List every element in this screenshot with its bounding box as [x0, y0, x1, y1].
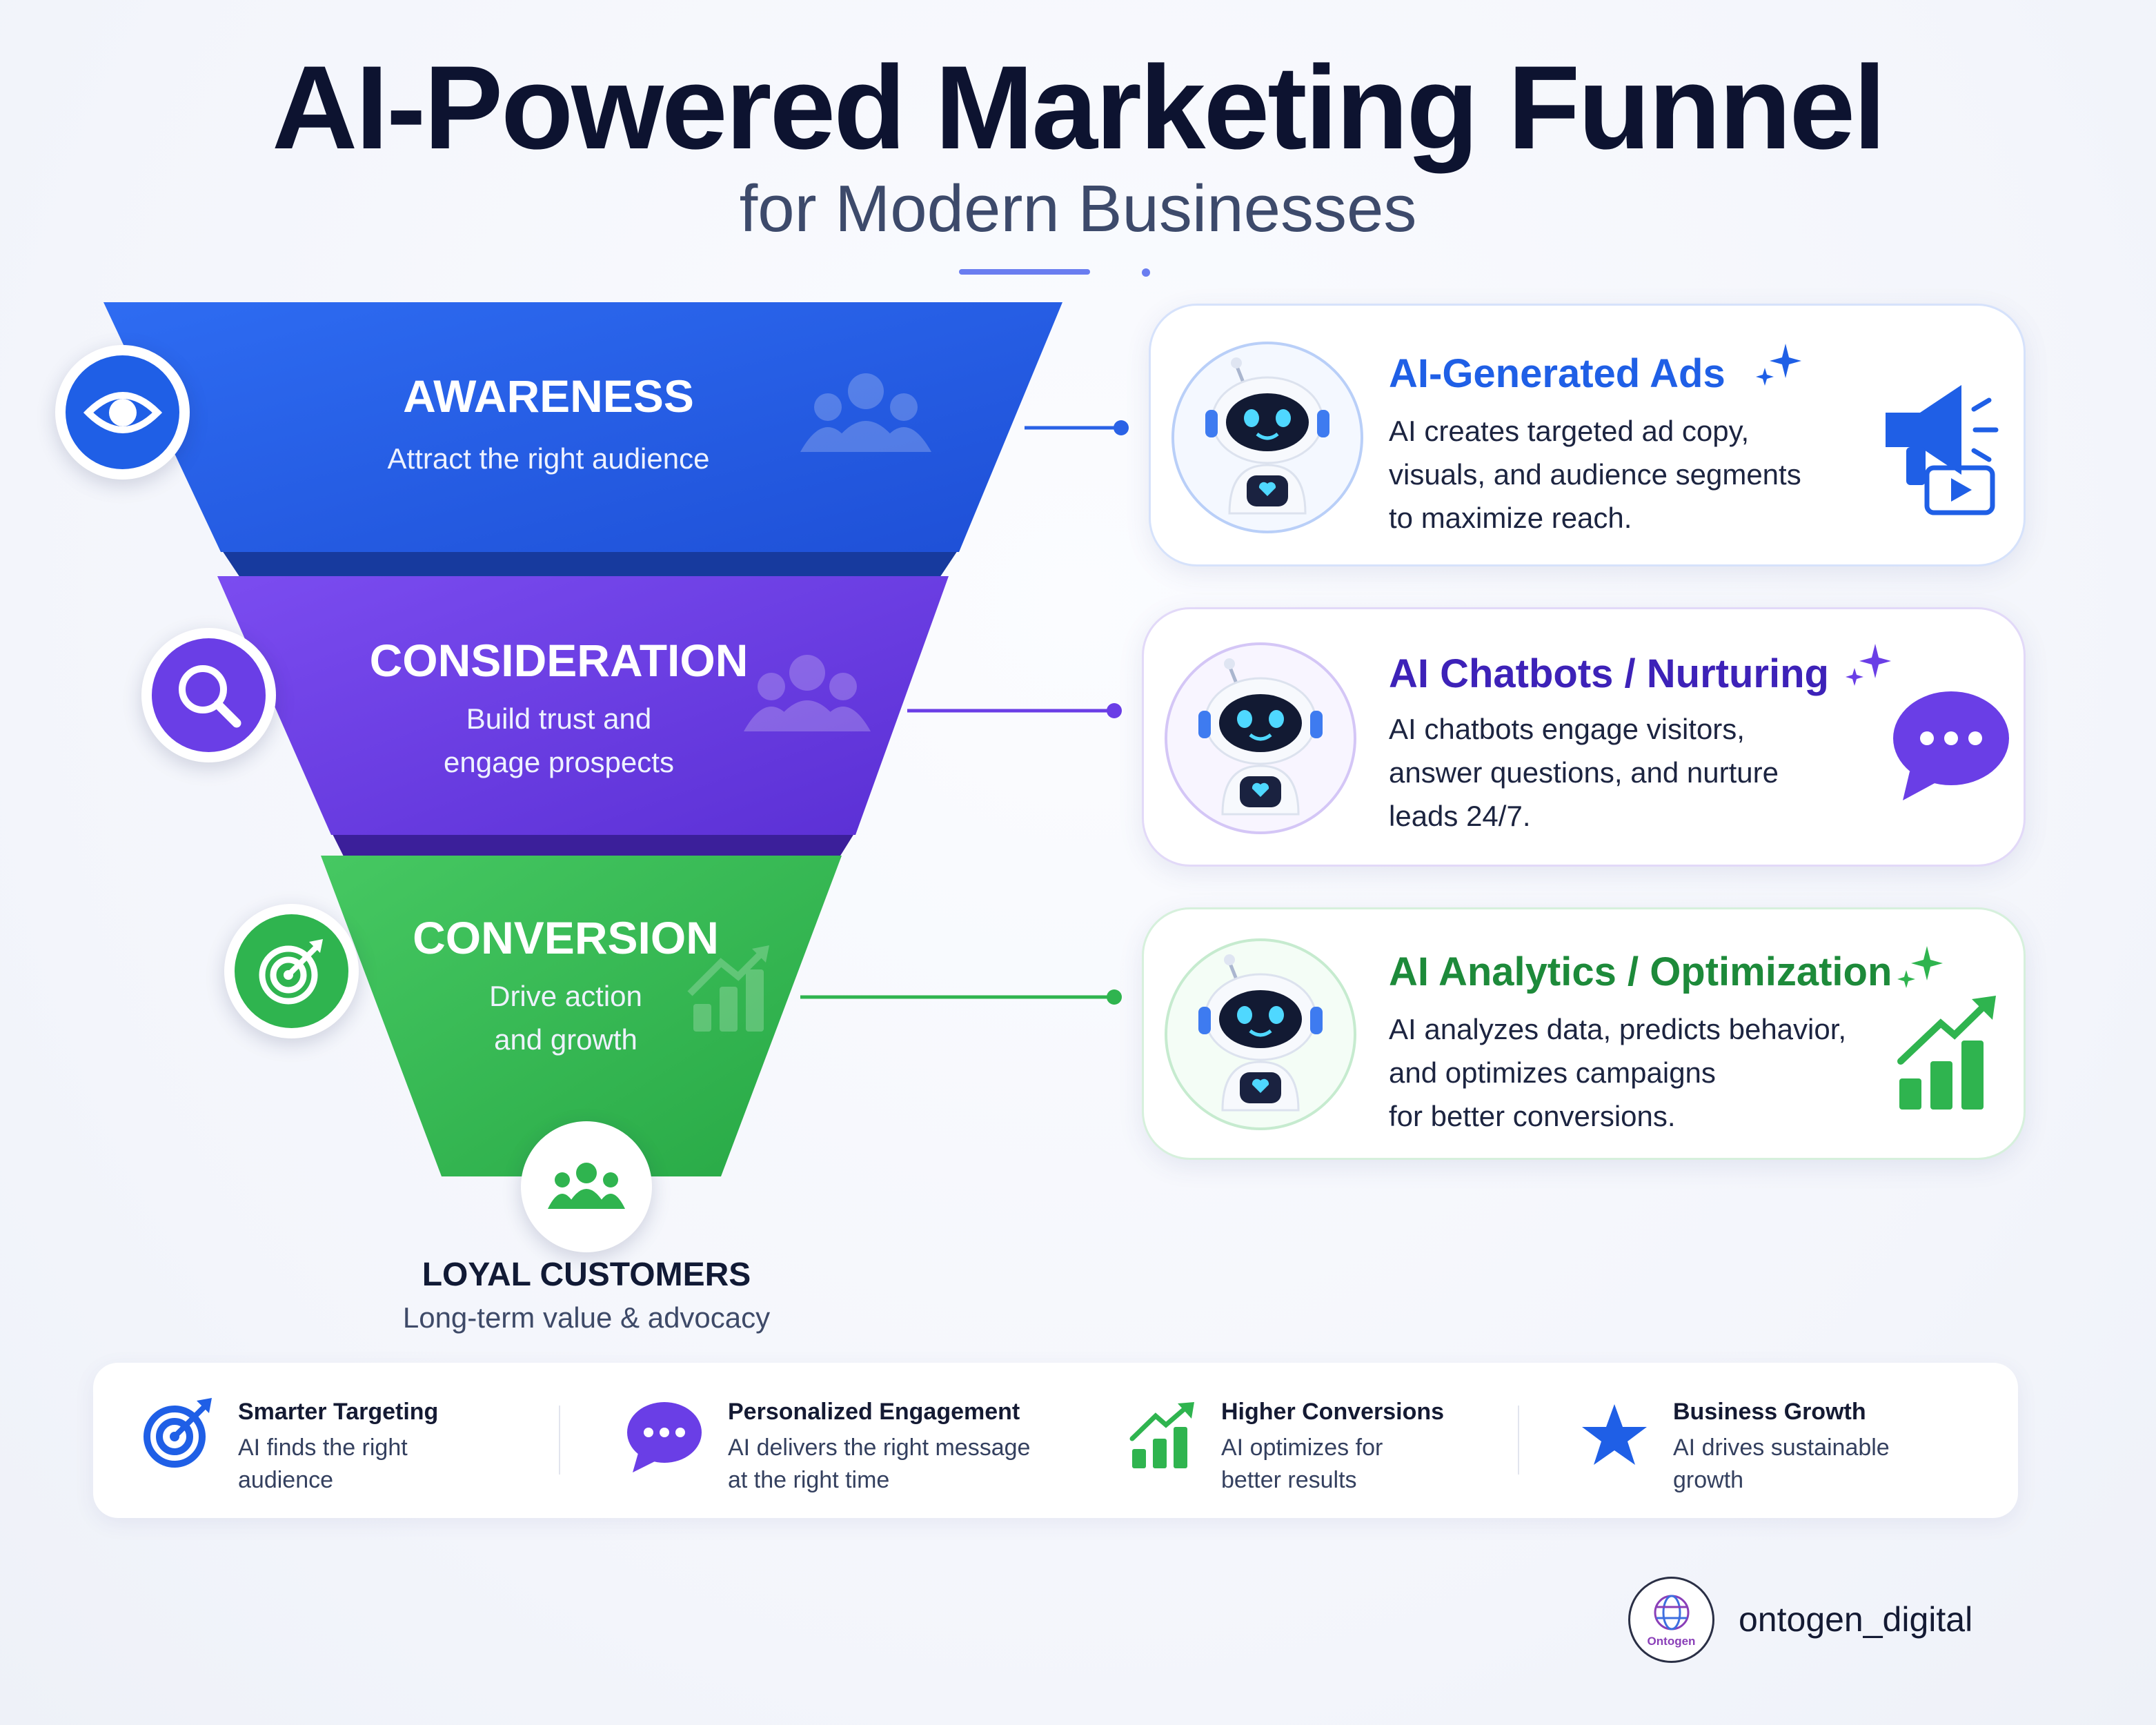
card-ai-generated-ads[interactable]: AI-Generated Ads AI creates targeted ad … — [1149, 304, 2026, 566]
conversion-icon-badge[interactable] — [224, 904, 359, 1038]
search-icon — [178, 664, 241, 727]
stage-consideration: CONSIDERATION Build trust and engage pro… — [317, 635, 800, 784]
loyal-customers-description: Long-term value & advocacy — [402, 1301, 771, 1334]
connector-dot-2 — [1107, 703, 1122, 718]
card-description: AI analyzes data, predicts behavior, and… — [1389, 1013, 1847, 1132]
benefit-personalized-engagement[interactable]: Personalized Engagement AI delivers the … — [624, 1363, 1052, 1518]
benefit-divider — [559, 1406, 560, 1475]
sparkle-icon — [1756, 344, 1801, 386]
card-description: AI chatbots engage visitors, answer ques… — [1389, 713, 1779, 832]
connector-dot-3 — [1107, 989, 1122, 1005]
benefit-title: Personalized Engagement — [728, 1399, 1020, 1425]
stage-title: CONVERSION — [413, 912, 719, 963]
stage-title: AWARENESS — [403, 371, 694, 422]
robot-icon — [1198, 954, 1323, 1112]
loyal-customers-title: LOYAL CUSTOMERS — [422, 1256, 751, 1293]
funnel-segment-consideration[interactable] — [217, 576, 949, 835]
funnel-band-2 — [331, 831, 856, 859]
benefit-description: AI optimizes for better results — [1221, 1435, 1383, 1493]
stage-conversion: CONVERSION Drive action and growth — [324, 914, 807, 1061]
funnel-segment-awareness[interactable] — [103, 302, 1062, 552]
robot-avatar — [1165, 642, 1356, 834]
robot-avatar — [1171, 342, 1363, 533]
connector-dot-1 — [1114, 420, 1129, 435]
funnel-diagram — [103, 302, 1129, 1176]
stage-title: CONSIDERATION — [369, 635, 749, 686]
people-icon — [744, 655, 871, 731]
people-icon — [800, 373, 931, 452]
target-icon — [259, 938, 323, 1004]
card-title: AI Analytics / Optimization — [1389, 949, 1892, 994]
benefit-smarter-targeting[interactable]: Smarter Targeting AI finds the right aud… — [141, 1363, 528, 1518]
benefit-divider — [1518, 1406, 1519, 1475]
stage-description: Attract the right audience — [387, 442, 710, 475]
megaphone-icon — [1886, 385, 1999, 515]
card-ai-analytics[interactable]: AI Analytics / Optimization AI analyzes … — [1142, 907, 2026, 1160]
benefit-description: AI delivers the right message at the rig… — [728, 1435, 1031, 1493]
title-underline-dot — [1142, 268, 1150, 277]
benefit-description: AI drives sustainable growth — [1673, 1435, 1890, 1493]
star-icon — [1582, 1404, 1647, 1465]
card-title: AI Chatbots / Nurturing — [1389, 651, 1829, 696]
stage-awareness: AWARENESS Attract the right audience — [307, 371, 790, 480]
card-description: AI creates targeted ad copy, visuals, an… — [1389, 415, 1801, 534]
card-title: AI-Generated Ads — [1389, 351, 1725, 396]
stage-description-line: and growth — [494, 1023, 637, 1056]
stage-description-line: engage prospects — [444, 746, 674, 779]
eye-icon — [83, 391, 162, 433]
benefit-title: Business Growth — [1673, 1399, 1866, 1425]
robot-avatar — [1165, 938, 1356, 1130]
people-icon — [548, 1163, 625, 1209]
page-subtitle: for Modern Businesses — [739, 172, 1417, 246]
benefit-business-growth[interactable]: Business Growth AI drives sustainable gr… — [1580, 1363, 1994, 1518]
consideration-icon-badge[interactable] — [141, 628, 276, 762]
robot-icon — [1198, 658, 1323, 816]
globe-logo-icon — [1654, 1595, 1689, 1630]
benefit-description: AI finds the right audience — [238, 1435, 408, 1493]
benefit-title: Higher Conversions — [1221, 1399, 1445, 1425]
page-title: AI-Powered Marketing Funnel — [272, 41, 1886, 174]
robot-icon — [1205, 357, 1329, 515]
funnel-band-1 — [221, 549, 959, 580]
chat-bubble-icon — [627, 1402, 702, 1472]
brand-logo-text: Ontogen — [1647, 1634, 1696, 1648]
card-ai-chatbots[interactable]: AI Chatbots / Nurturing AI chatbots enga… — [1142, 607, 2026, 867]
benefits-bar: Smarter Targeting AI finds the right aud… — [93, 1363, 2018, 1518]
benefit-higher-conversions[interactable]: Higher Conversions AI optimizes for bett… — [1128, 1363, 1514, 1518]
stage-description-line: Drive action — [489, 980, 642, 1013]
benefit-title: Smarter Targeting — [238, 1399, 439, 1425]
growth-chart-icon — [1897, 996, 1996, 1110]
brand-handle[interactable]: ontogen_digital — [1739, 1600, 1973, 1639]
loyal-customers-badge[interactable] — [521, 1121, 652, 1252]
sparkle-icon — [1846, 644, 1891, 686]
title-underline — [959, 269, 1090, 275]
funnel-segment-conversion[interactable] — [321, 856, 842, 1176]
stage-description-line: Build trust and — [466, 702, 652, 736]
growth-chart-icon — [1129, 1402, 1194, 1468]
growth-chart-icon — [687, 945, 769, 1032]
chat-bubble-icon — [1893, 691, 2009, 800]
brand-logo[interactable]: Ontogen — [1628, 1577, 1714, 1663]
target-icon — [144, 1398, 212, 1468]
sparkle-icon — [1897, 946, 1943, 988]
awareness-icon-badge[interactable] — [55, 345, 190, 480]
